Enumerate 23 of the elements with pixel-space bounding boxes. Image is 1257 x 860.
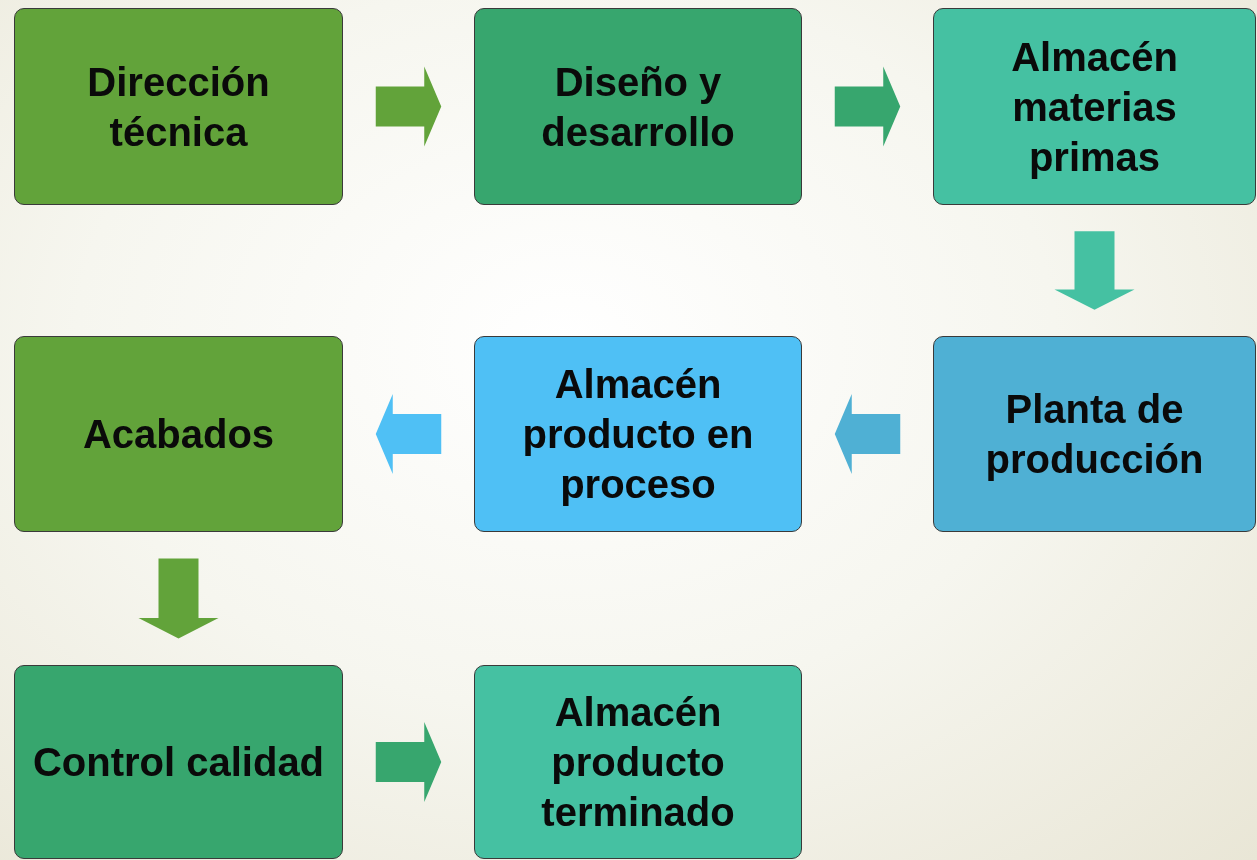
process-box (933, 336, 1256, 532)
block-arrow (138, 558, 219, 639)
block-arrow (1054, 231, 1135, 310)
block-arrow (834, 394, 901, 474)
process-box (14, 336, 343, 532)
block-arrow (375, 394, 442, 474)
process-box (474, 336, 802, 532)
process-box (933, 8, 1256, 205)
process-box (14, 665, 343, 859)
box-label: Dirección técnica (86, 58, 271, 156)
box-label: Almacén materias primas (1010, 33, 1179, 181)
box-label: Acabados (82, 411, 275, 458)
box-label: Almacén producto terminado (540, 689, 736, 836)
process-box (14, 8, 343, 205)
box-label: Planta de producción (984, 386, 1205, 483)
block-arrow (375, 722, 442, 802)
box-label: Control calidad (32, 739, 325, 786)
box-label: Diseño y desarrollo (540, 58, 736, 156)
process-box (474, 8, 802, 205)
process-box (474, 665, 802, 859)
box-label: Almacén producto en proceso (521, 361, 755, 508)
block-arrow (834, 66, 901, 147)
block-arrow (375, 66, 442, 147)
